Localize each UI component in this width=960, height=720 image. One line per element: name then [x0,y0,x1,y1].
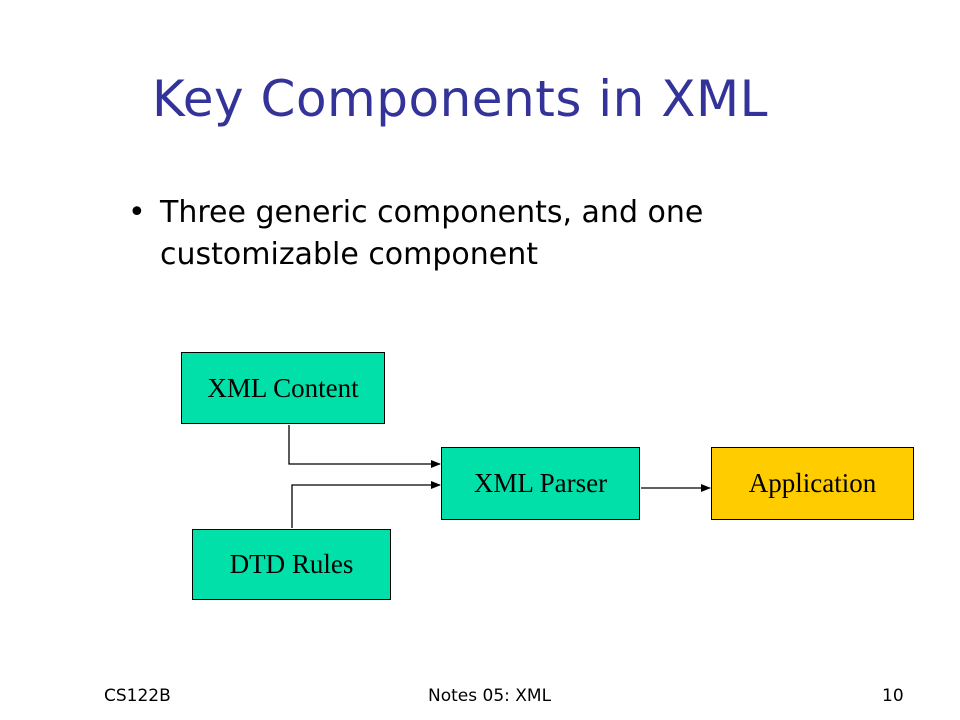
dtd-to-parser-arrow [291,481,441,528]
dtd-rules-box: DTD Rules [192,529,391,600]
xml-parser-box: XML Parser [441,447,640,520]
footer-course: CS122B [104,686,171,706]
application-box: Application [711,447,914,520]
bullet-dot-icon: • [128,195,146,230]
footer-page-number: 10 [882,686,904,706]
bullet-text: Three generic components, and one custom… [160,195,704,272]
slide-title: Key Components in XML [152,70,768,128]
content-to-parser-arrow [288,425,441,468]
footer-notes-title: Notes 05: XML [428,686,552,706]
bullet-item: • Three generic components, and one cust… [128,192,828,276]
xml-content-box: XML Content [181,352,385,424]
